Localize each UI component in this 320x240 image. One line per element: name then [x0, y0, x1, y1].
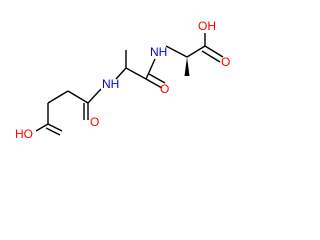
bond-cooh-top-to-alpha	[186, 45, 206, 58]
chemical-structure: OH O NH O NH O HO	[15, 19, 230, 141]
atom-labels: OH O NH O NH O HO	[15, 19, 230, 141]
atom-label-o-top: O	[221, 55, 230, 69]
bond-cooh-top-double-o	[204, 45, 224, 58]
bond-alpha-middle-to-nh-left	[115, 67, 127, 80]
atom-label-ho-bottom: HO	[15, 127, 33, 141]
bond-cooh-bottom-double-o	[47, 123, 63, 132]
bond-chain-2	[47, 90, 69, 104]
bond-carbonyl-middle-double-o-2	[148, 73, 166, 84]
atom-label-o-bottom: O	[90, 115, 99, 129]
bond-nh-left-to-carbonyl	[87, 88, 102, 104]
bond-carbonyl-middle-double-o	[145, 78, 163, 89]
atom-label-nh-left: NH	[102, 77, 119, 91]
bond-nh-right-to-carbonyl	[145, 58, 156, 80]
bond-wedge-right-methyl	[184, 57, 190, 76]
bond-chain-1	[67, 90, 89, 104]
atom-label-nh-right: NH	[150, 45, 167, 59]
atom-label-o-middle: O	[160, 82, 169, 96]
bonds	[35, 33, 224, 136]
bond-cooh-bottom-oh	[35, 123, 49, 132]
bond-carbonyl-to-alpha-middle	[125, 67, 147, 80]
bond-cooh-bottom-double-o-2	[45, 127, 61, 136]
bond-cooh-top-double-o-2	[201, 50, 221, 63]
atom-label-oh-top: OH	[198, 19, 216, 33]
bond-alpha-to-nh-right	[165, 45, 188, 58]
